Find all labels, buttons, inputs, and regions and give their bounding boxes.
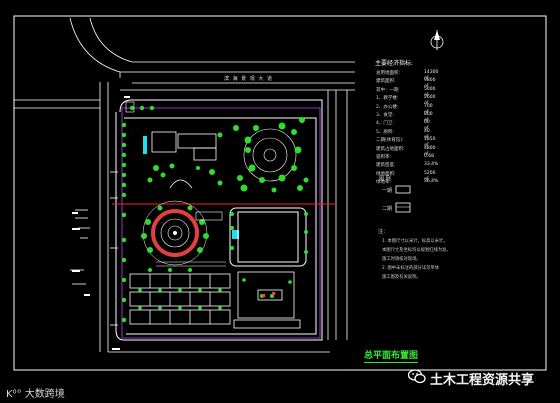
south-building-trees: [138, 268, 222, 310]
arch-path: [169, 179, 193, 189]
index-value: 60 ㎡: [424, 120, 430, 132]
index-label: 建筑密度:: [376, 163, 396, 169]
index-label: 2、办公楼:: [376, 104, 399, 110]
index-label: 总用地面积:: [376, 71, 401, 76]
gym-trees: [230, 212, 308, 254]
site-boundary: [115, 99, 323, 341]
circular-garden: [233, 117, 309, 193]
watermark-left: K⁰° 大数跨境: [6, 389, 65, 400]
index-row: 建筑面积: 9800 ㎡: [376, 78, 435, 89]
index-value: 800 ㎡: [424, 112, 433, 123]
road-curve-top-left: [69, 17, 133, 78]
red-line-boundary: [121, 107, 321, 339]
note-line: 本图尺寸及坐标均以规划红线为准，: [382, 248, 451, 253]
index-label: 二期(体育馆):: [376, 138, 404, 144]
index-label: 容积率:: [376, 155, 392, 160]
index-label: 1、教学楼:: [376, 96, 399, 102]
side-label-marks: [72, 96, 135, 350]
index-row: 建筑密度: 33.4%: [376, 162, 438, 169]
index-row: 容积率: 0.68: [376, 154, 434, 160]
index-label: 4、门卫:: [376, 121, 394, 127]
index-value: 4800 ㎡: [424, 145, 436, 157]
wechat-icon: [408, 369, 426, 384]
road-name-label: 滨 海 景 观 大 道: [224, 76, 273, 82]
index-value: 40 ㎡: [424, 128, 430, 140]
index-value: 1850 ㎡: [424, 137, 436, 149]
cyan-marker: [143, 136, 147, 154]
plaza-trees: [141, 205, 209, 253]
building-south-east: [233, 271, 301, 329]
index-value: 5200 ㎡: [424, 170, 436, 182]
left-dimension-marks: [70, 171, 118, 326]
notes-title: 注：: [378, 229, 389, 235]
building-north-west: [151, 131, 217, 161]
left-road: [14, 82, 330, 353]
index-value: 33.4%: [424, 162, 439, 168]
legend-label-phase1: 一期: [382, 188, 393, 194]
index-value: 2600 ㎡: [424, 95, 436, 107]
note-line: 1. 本图尺寸以米计，标高以米计。: [382, 239, 448, 244]
legend-title: 图 例: [379, 176, 391, 182]
index-label: 5、厕所:: [376, 129, 394, 135]
watermark-right: 土木工程资源共享: [430, 373, 535, 388]
index-value: 14300 ㎡: [424, 70, 439, 81]
index-value: 700 ㎡: [424, 103, 433, 115]
index-row: 3、食堂: 800 ㎡: [376, 112, 433, 123]
drawing-title: 总平面布置图: [364, 348, 419, 363]
gymnasium-building: [229, 207, 307, 267]
cyan-entry: [232, 230, 239, 239]
north-arrow-icon: [430, 30, 444, 50]
note-line: 施工图及有关说明。: [382, 275, 421, 280]
index-row: 5、厕所: 40 ㎡: [376, 129, 430, 140]
index-row: 1、教学楼: 2600 ㎡: [376, 95, 435, 106]
index-row: 绿地面积: 5200 ㎡: [376, 171, 435, 182]
legend-label-phase2: 二期: [382, 206, 393, 212]
index-label: 建筑面积:: [376, 79, 396, 85]
index-label: 建筑占地面积:: [376, 146, 405, 152]
south-building-row-1: [129, 273, 231, 289]
index-row: 总用地面积: 14300 ㎡: [376, 70, 438, 81]
index-value: 36.4%: [424, 179, 439, 185]
index-value: 9800 ㎡: [424, 78, 436, 90]
index-row: 二期(体育馆): 1850 ㎡: [376, 137, 435, 148]
index-row: 建筑占地面积: 4800 ㎡: [376, 146, 435, 157]
index-row: 4、门卫: 60 ㎡: [376, 120, 430, 131]
economic-index-title: 主要经济指标:: [375, 60, 414, 67]
index-label: 3、食堂:: [376, 113, 394, 118]
south-east-trees: [242, 278, 292, 298]
index-label: 绿地率:: [376, 180, 392, 186]
index-row: 2、办公楼: 700 ㎡: [376, 104, 433, 115]
boundary-trees: [121, 105, 155, 323]
note-line: 2. 图中未标注的部分详见单体: [382, 266, 440, 271]
top-road: [120, 61, 355, 91]
index-value: 5000 ㎡: [424, 86, 436, 98]
index-label: 绿地面积:: [376, 171, 396, 177]
south-building-row-2: [129, 291, 231, 307]
index-row: 绿地率: 36.4%: [376, 179, 438, 186]
building-north-west-trees: [147, 132, 223, 186]
index-label: 其中：一期: [376, 87, 399, 93]
note-line: 施工时请核对现场。: [382, 257, 421, 262]
south-east-red-details: [262, 292, 275, 297]
index-value: 0.68: [424, 154, 435, 159]
central-plaza: [142, 200, 208, 266]
mid-strips: [156, 211, 226, 267]
index-row: 其中：一期 5000 ㎡: [376, 87, 435, 98]
right-road: [327, 90, 348, 340]
legend-box-phase2: [395, 202, 411, 213]
legend-box-phase1: [395, 185, 411, 194]
drawing-frame: [13, 15, 547, 371]
south-building-row-3: [129, 309, 231, 325]
